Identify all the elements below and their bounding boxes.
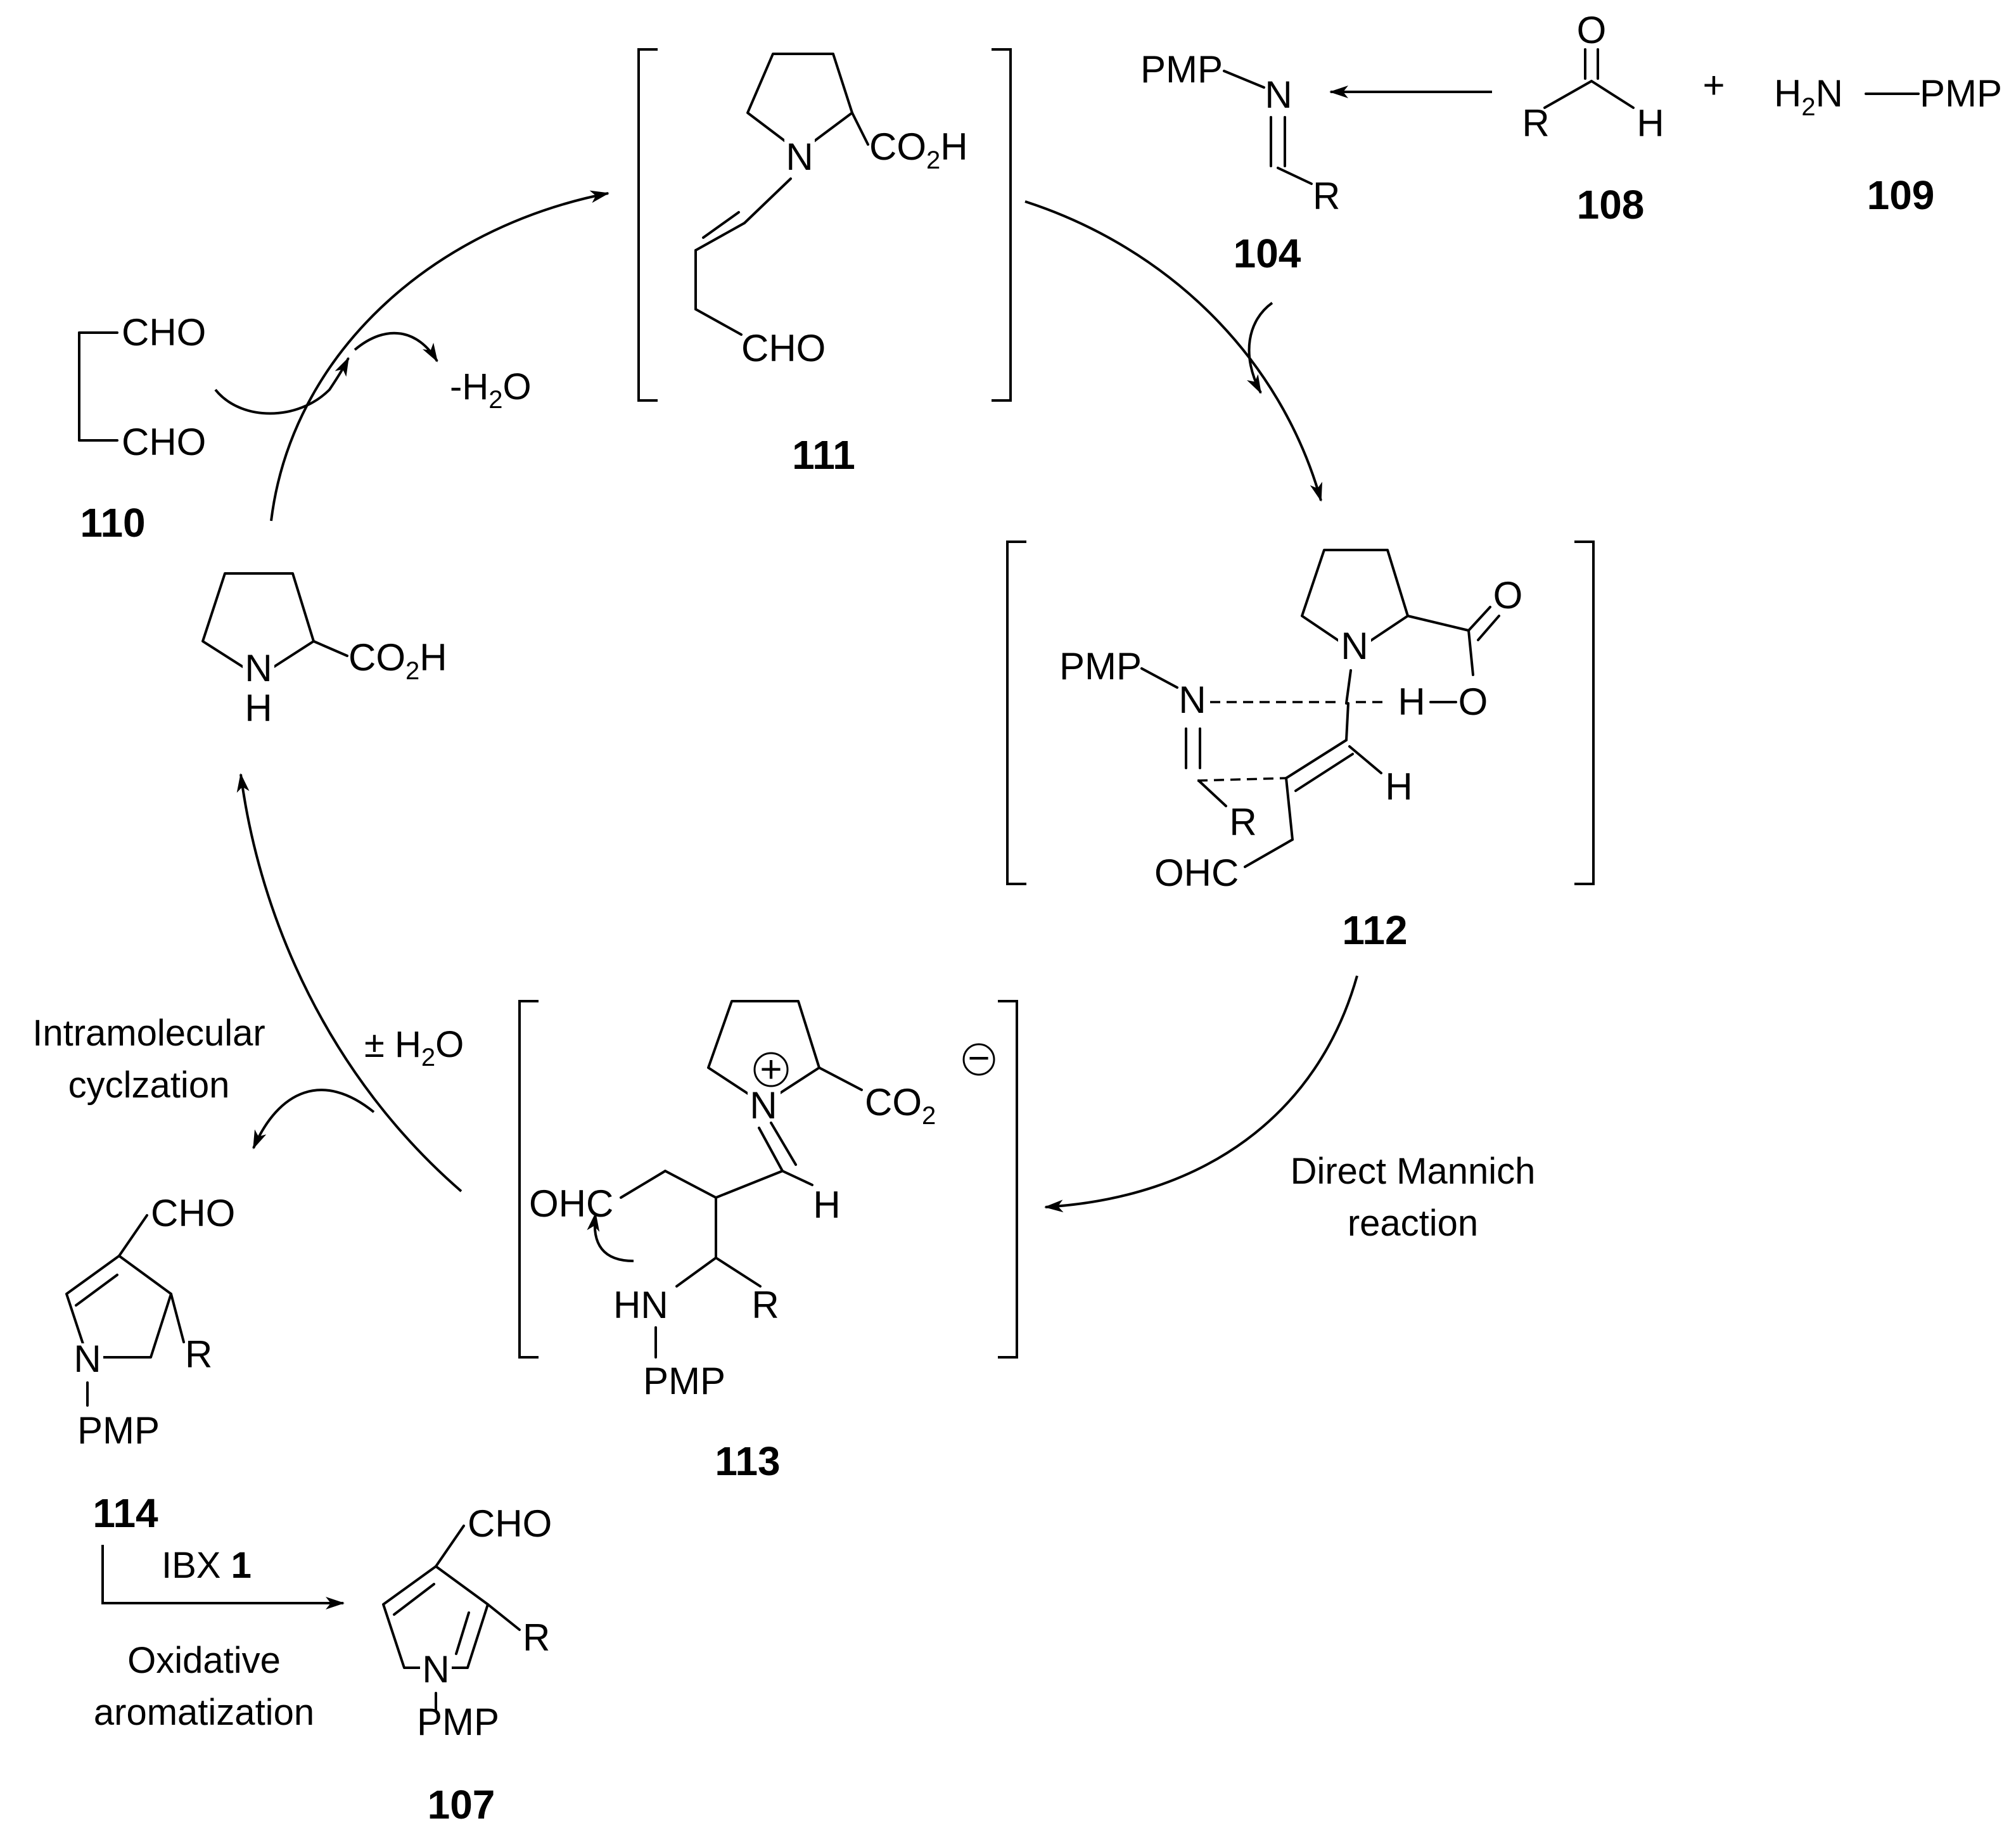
bracket-right bbox=[998, 1000, 1018, 1359]
label-104: 104 bbox=[1234, 231, 1301, 276]
atom-cho: CHO bbox=[468, 1502, 552, 1545]
plus-sign: + bbox=[1702, 64, 1725, 106]
atom-pmp: PMP bbox=[77, 1409, 160, 1452]
bracket-right bbox=[992, 48, 1012, 402]
svg-text:CO2H: CO2H bbox=[869, 125, 968, 174]
label-109: 109 bbox=[1867, 172, 1935, 218]
atom-h-bond: H bbox=[1398, 681, 1425, 723]
arrow-111-to-112 bbox=[1024, 200, 1322, 502]
atom-r: R bbox=[1313, 175, 1340, 217]
h2n-h: H bbox=[1774, 72, 1801, 115]
arrow-succinaldehyde-uptake bbox=[214, 357, 350, 415]
atom-n: N bbox=[73, 1338, 101, 1380]
compound-113: CO2 − N + H OHC R HN PMP 113 bbox=[518, 1000, 1018, 1484]
co2h-co: CO bbox=[348, 636, 405, 679]
co2-sub: 2 bbox=[922, 1102, 936, 1130]
atom-r: R bbox=[1522, 102, 1549, 144]
note-cyclization-line2: cyclzation bbox=[68, 1065, 230, 1106]
label-108: 108 bbox=[1577, 182, 1645, 227]
bracket-right bbox=[1574, 541, 1595, 885]
label-107: 107 bbox=[428, 1782, 495, 1823]
co2h-sub: 2 bbox=[926, 146, 940, 174]
compound-109: H2N PMP 109 bbox=[1774, 72, 2002, 218]
arrow-imine-entry bbox=[1247, 302, 1273, 394]
compound-112: O N H O PMP N R H OHC 112 bbox=[1006, 541, 1595, 953]
atom-h-vinyl: H bbox=[1385, 765, 1412, 808]
atom-n: N bbox=[422, 1648, 449, 1691]
atom-hn: HN bbox=[613, 1284, 668, 1326]
co2h-h: H bbox=[419, 636, 447, 679]
atom-pmp: PMP bbox=[417, 1701, 499, 1743]
label-111: 111 bbox=[792, 432, 855, 478]
note-oxidative-line2: aromatization bbox=[94, 1692, 314, 1733]
atom-n: N bbox=[1341, 625, 1368, 667]
label-110: 110 bbox=[80, 500, 145, 546]
atom-n: N bbox=[245, 647, 272, 689]
arrow-cyclization bbox=[252, 1089, 375, 1149]
arrow-aromatization bbox=[101, 1545, 345, 1609]
note-ibx: IBX 1 bbox=[162, 1545, 252, 1586]
atom-pmp: PMP bbox=[1059, 645, 1142, 688]
h2n-sub: 2 bbox=[1801, 93, 1815, 121]
atom-ohc: OHC bbox=[1154, 852, 1239, 894]
co2h-sub: 2 bbox=[405, 657, 419, 685]
atom-cho: CHO bbox=[741, 327, 826, 369]
note-oxidative-line1: Oxidative bbox=[127, 1640, 281, 1681]
svg-text:H2N: H2N bbox=[1774, 72, 1843, 121]
note-mannich-line1: Direct Mannich bbox=[1291, 1151, 1536, 1192]
atom-ohc: OHC bbox=[529, 1182, 613, 1225]
atom-n: N bbox=[786, 136, 813, 178]
atom-n: N bbox=[1265, 74, 1292, 116]
arrow-proline-to-111 bbox=[270, 190, 609, 521]
compound-107: CHO R N PMP 107 bbox=[382, 1502, 552, 1823]
atom-r: R bbox=[751, 1284, 779, 1326]
bracket-left bbox=[1006, 541, 1026, 885]
svg-text:CO2H: CO2H bbox=[348, 636, 447, 685]
compound-110: CHO CHO 110 bbox=[78, 311, 206, 546]
arrow-water-release bbox=[354, 331, 438, 362]
label-112: 112 bbox=[1342, 907, 1407, 953]
atom-h: H bbox=[813, 1184, 840, 1226]
atom-o: O bbox=[1577, 9, 1607, 51]
co2h-h: H bbox=[940, 125, 967, 168]
atom-pmp: PMP bbox=[1920, 72, 2002, 115]
atom-n-plus: N bbox=[750, 1084, 777, 1127]
atom-r: R bbox=[1229, 801, 1256, 843]
co2-co: CO bbox=[865, 1081, 922, 1123]
plus-charge: + bbox=[760, 1048, 782, 1091]
atom-r: R bbox=[185, 1333, 212, 1376]
atom-n-imine: N bbox=[1178, 679, 1206, 721]
compound-114: CHO R N PMP 114 bbox=[65, 1192, 235, 1536]
atom-pmp: PMP bbox=[1140, 48, 1223, 91]
label-114: 114 bbox=[93, 1490, 158, 1536]
arrow-113-to-proline bbox=[236, 773, 463, 1193]
minus-charge: − bbox=[967, 1037, 990, 1079]
atom-pmp: PMP bbox=[643, 1360, 725, 1402]
svg-text:CO2: CO2 bbox=[865, 1081, 936, 1130]
note-mannich-line2: reaction bbox=[1348, 1203, 1478, 1244]
atom-h: H bbox=[245, 687, 272, 729]
atom-h: H bbox=[1636, 102, 1664, 144]
compound-proline: CO2H N H bbox=[201, 572, 447, 729]
compound-111: CO2H N CHO 111 bbox=[637, 48, 1012, 478]
atom-r: R bbox=[523, 1616, 550, 1659]
atom-cho-bottom: CHO bbox=[122, 421, 206, 463]
note-cyclization-line1: Intramolecular bbox=[32, 1013, 265, 1054]
atom-o-hydroxyl: O bbox=[1458, 681, 1488, 723]
h2n-n: N bbox=[1816, 72, 1843, 115]
atom-o-carbonyl: O bbox=[1493, 574, 1523, 617]
bracket-left bbox=[637, 48, 658, 402]
note-minus-water: -H2O bbox=[450, 366, 532, 414]
co2h-co: CO bbox=[869, 125, 926, 168]
compound-108: O R H 108 bbox=[1522, 9, 1664, 227]
bracket-left bbox=[518, 1000, 539, 1359]
atom-cho: CHO bbox=[151, 1192, 235, 1234]
label-113: 113 bbox=[715, 1438, 780, 1484]
note-pm-water: ± H2O bbox=[364, 1024, 464, 1071]
compound-104: PMP N R 104 bbox=[1140, 48, 1340, 276]
atom-cho-top: CHO bbox=[122, 311, 206, 354]
arrow-112-to-113 bbox=[1044, 975, 1358, 1213]
